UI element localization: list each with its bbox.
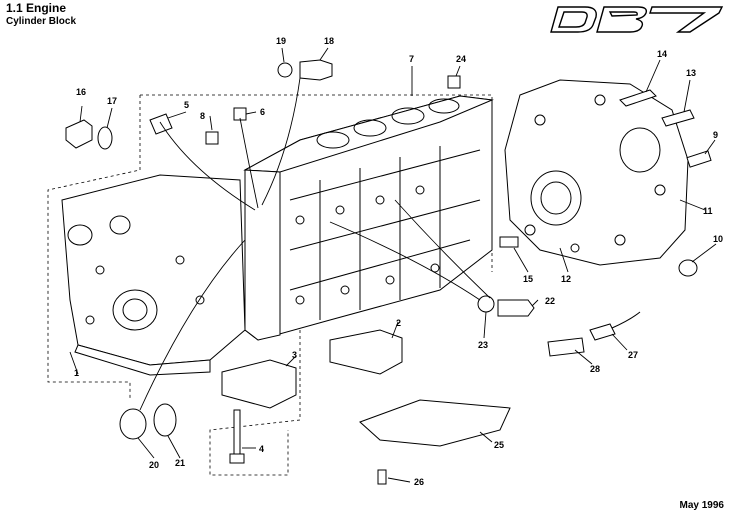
callout-20: 20 <box>149 460 159 470</box>
front-cover <box>61 174 246 376</box>
callout-23: 23 <box>478 340 488 350</box>
db7-logo <box>550 6 724 33</box>
callout-24: 24 <box>456 54 466 64</box>
callout-15: 15 <box>523 274 533 284</box>
callout-8: 8 <box>200 111 205 121</box>
callout-28: 28 <box>590 364 600 374</box>
callout-10: 10 <box>713 234 723 244</box>
callout-14: 14 <box>657 49 667 59</box>
callout-12: 12 <box>561 274 571 284</box>
callout-21: 21 <box>175 458 185 468</box>
callout-3: 3 <box>292 350 297 360</box>
small-parts <box>65 59 712 485</box>
rear-plate <box>504 79 689 266</box>
footer-date: May 1996 <box>679 500 724 511</box>
callout-1: 1 <box>74 368 79 378</box>
callout-19: 19 <box>276 36 286 46</box>
callout-16: 16 <box>76 87 86 97</box>
callout-5: 5 <box>184 100 189 110</box>
callout-18: 18 <box>324 36 334 46</box>
leader-lines <box>69 47 717 483</box>
callout-2: 2 <box>396 318 401 328</box>
page-subtitle: Cylinder Block <box>6 16 77 27</box>
callout-9: 9 <box>713 130 718 140</box>
callout-25: 25 <box>494 440 504 450</box>
callout-22: 22 <box>545 296 555 306</box>
callout-27: 27 <box>628 350 638 360</box>
cylinder-block <box>243 95 494 341</box>
callout-26: 26 <box>414 477 424 487</box>
callout-7: 7 <box>409 54 414 64</box>
callout-11: 11 <box>703 206 713 216</box>
callout-17: 17 <box>107 96 117 106</box>
callout-4: 4 <box>259 444 264 454</box>
callout-13: 13 <box>686 68 696 78</box>
callout-labels: 1 2 3 4 5 6 7 8 9 10 11 12 13 14 15 16 1… <box>74 36 723 487</box>
page-title: 1.1 Engine <box>6 1 67 15</box>
callout-6: 6 <box>260 107 265 117</box>
